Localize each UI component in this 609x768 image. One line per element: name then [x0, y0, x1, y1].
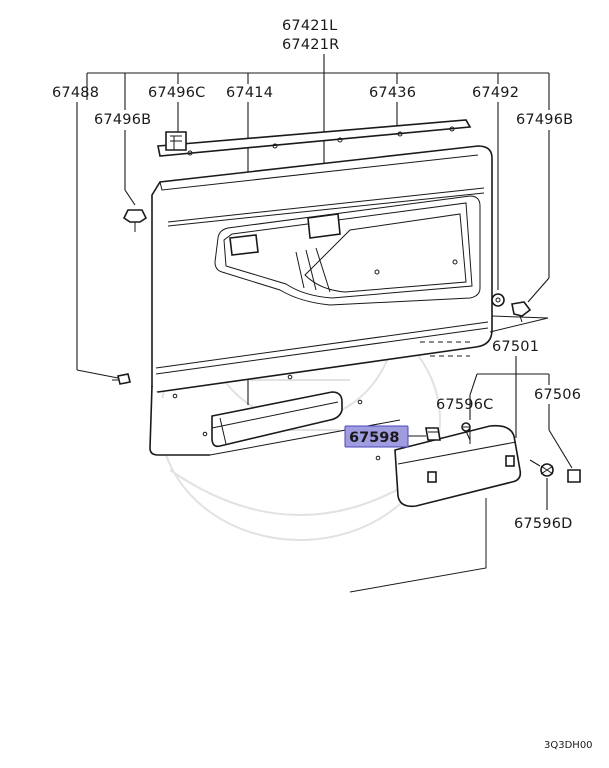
label-67496b-right: 67496B: [516, 112, 573, 128]
illustration-code: 3Q3DH00: [544, 740, 593, 751]
clip-67496b-left: [122, 209, 148, 232]
clip-67488: [112, 373, 131, 385]
label-67492: 67492: [472, 85, 519, 101]
cover-67506: [567, 469, 581, 483]
armrest: [211, 391, 343, 448]
highlighted-part-67598[interactable]: 67598: [344, 425, 409, 448]
grommet-67492: [491, 293, 505, 307]
label-67414: 67414: [226, 85, 273, 101]
door-trim-panel: [149, 145, 493, 461]
label-67598: 67598: [349, 430, 399, 446]
label-67596d: 67596D: [514, 516, 573, 532]
cap-67598: [425, 427, 441, 441]
garnish-strip: [157, 119, 472, 157]
clip-67496b-right: [511, 301, 532, 323]
screw-67596d: [529, 459, 554, 477]
label-67506: 67506: [534, 387, 581, 403]
label-67496b-left: 67496B: [94, 112, 151, 128]
label-67596c: 67596C: [436, 397, 493, 413]
label-67421r: 67421R: [282, 37, 339, 53]
part-labels: 67421L 67421R 67488 67496C 67414 67436 6…: [52, 18, 593, 751]
label-67436: 67436: [369, 85, 416, 101]
pull-handle-base: [394, 424, 522, 508]
highlight-box: [344, 425, 409, 448]
clip-67496c-top: [165, 131, 187, 151]
label-67421l: 67421L: [282, 18, 337, 34]
label-67488: 67488: [52, 85, 99, 101]
label-67501: 67501: [492, 339, 539, 355]
label-67496c-top: 67496C: [148, 85, 205, 101]
screw-67596c: [461, 422, 471, 441]
